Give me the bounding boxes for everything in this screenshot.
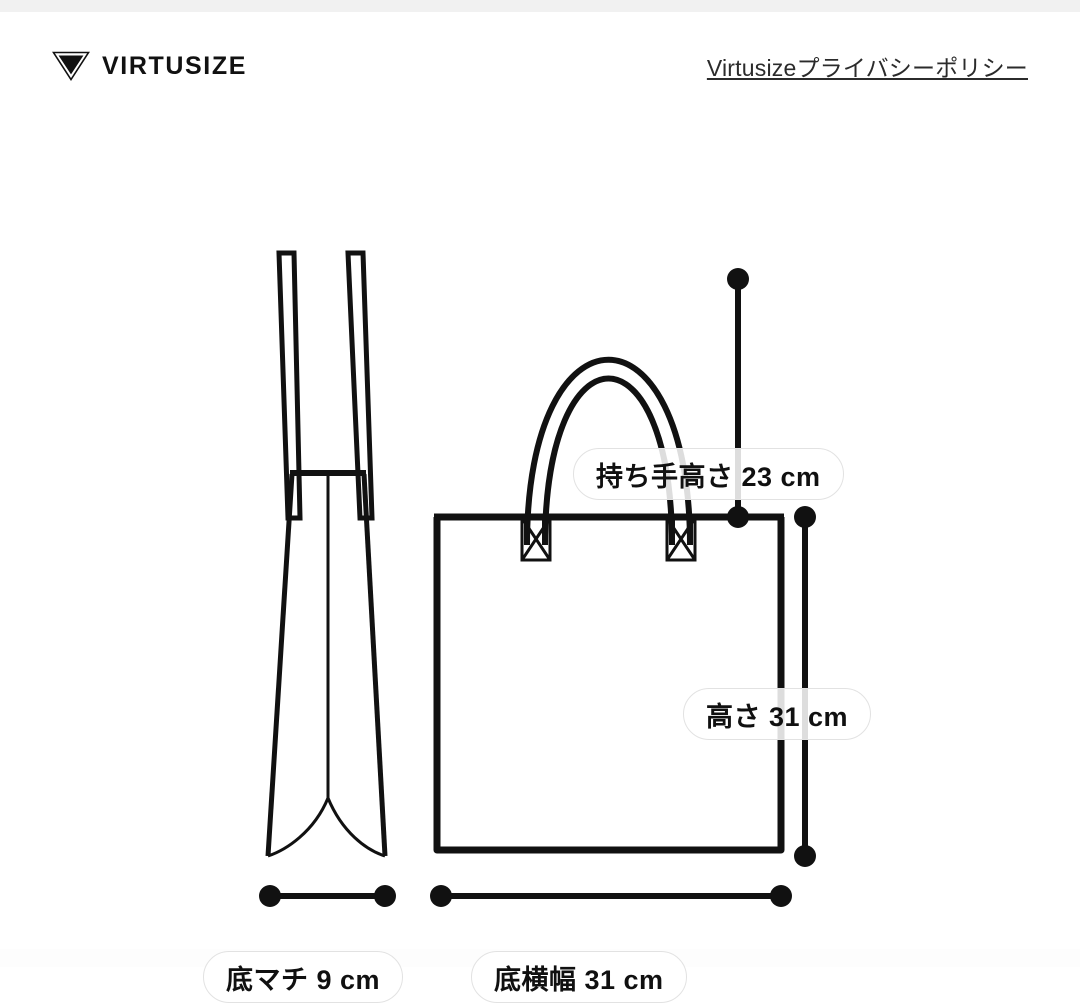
dimension-lines-group <box>270 279 808 899</box>
side-view-wall-left <box>265 473 295 857</box>
privacy-policy-link[interactable]: Virtusizeプライバシーポリシー <box>706 55 1028 81</box>
stitch-box-left <box>520 516 552 562</box>
brand-name: VIRTUSIZE <box>102 51 247 80</box>
dimension-dot-gusset-right <box>374 885 396 907</box>
bag-diagram: 持ち手高さ 23 cm 高さ 31 cm 底マチ 9 cm 底横幅 31 cm <box>0 108 1080 1003</box>
measurement-label-bottom-width: 底横幅 31 cm <box>471 951 687 1003</box>
stitch-cross-right <box>665 517 697 561</box>
bag-diagram-svg <box>259 250 816 907</box>
bag-body-outline <box>433 517 785 854</box>
dimension-dot-height-bottom <box>794 845 816 867</box>
dimension-dot-height-top <box>794 506 816 528</box>
side-view-strap-left <box>276 250 303 521</box>
side-view-wall-right <box>361 473 388 857</box>
stitch-box-right <box>665 516 697 562</box>
dimension-dot-handle-top <box>727 268 749 290</box>
measurement-label-bottom-gusset: 底マチ 9 cm <box>203 951 404 1003</box>
page-header: VIRTUSIZE Virtusizeプライバシーポリシー <box>0 38 1080 94</box>
top-spacer-band <box>0 0 1080 12</box>
content-card: VIRTUSIZE Virtusizeプライバシーポリシー <box>0 12 1080 1003</box>
stitch-cross-left <box>520 517 552 561</box>
chevron-v-logo-icon <box>52 51 90 81</box>
dimension-dot-width-left <box>430 885 452 907</box>
dimension-dot-width-right <box>770 885 792 907</box>
front-view-group <box>433 356 785 854</box>
side-view-group <box>265 250 388 858</box>
dimension-dot-handle-bottom <box>727 506 749 528</box>
side-view-gusset-curve-left <box>267 797 330 858</box>
side-view-strap-right <box>345 250 375 521</box>
brand-logo[interactable]: VIRTUSIZE <box>52 38 247 94</box>
dimension-dot-gusset-left <box>259 885 281 907</box>
measurement-label-handle-height: 持ち手高さ 23 cm <box>573 448 844 500</box>
dimension-dots-group <box>259 268 816 907</box>
measurement-label-body-height: 高さ 31 cm <box>683 688 872 740</box>
side-view-gusset-curve-right <box>326 797 386 858</box>
